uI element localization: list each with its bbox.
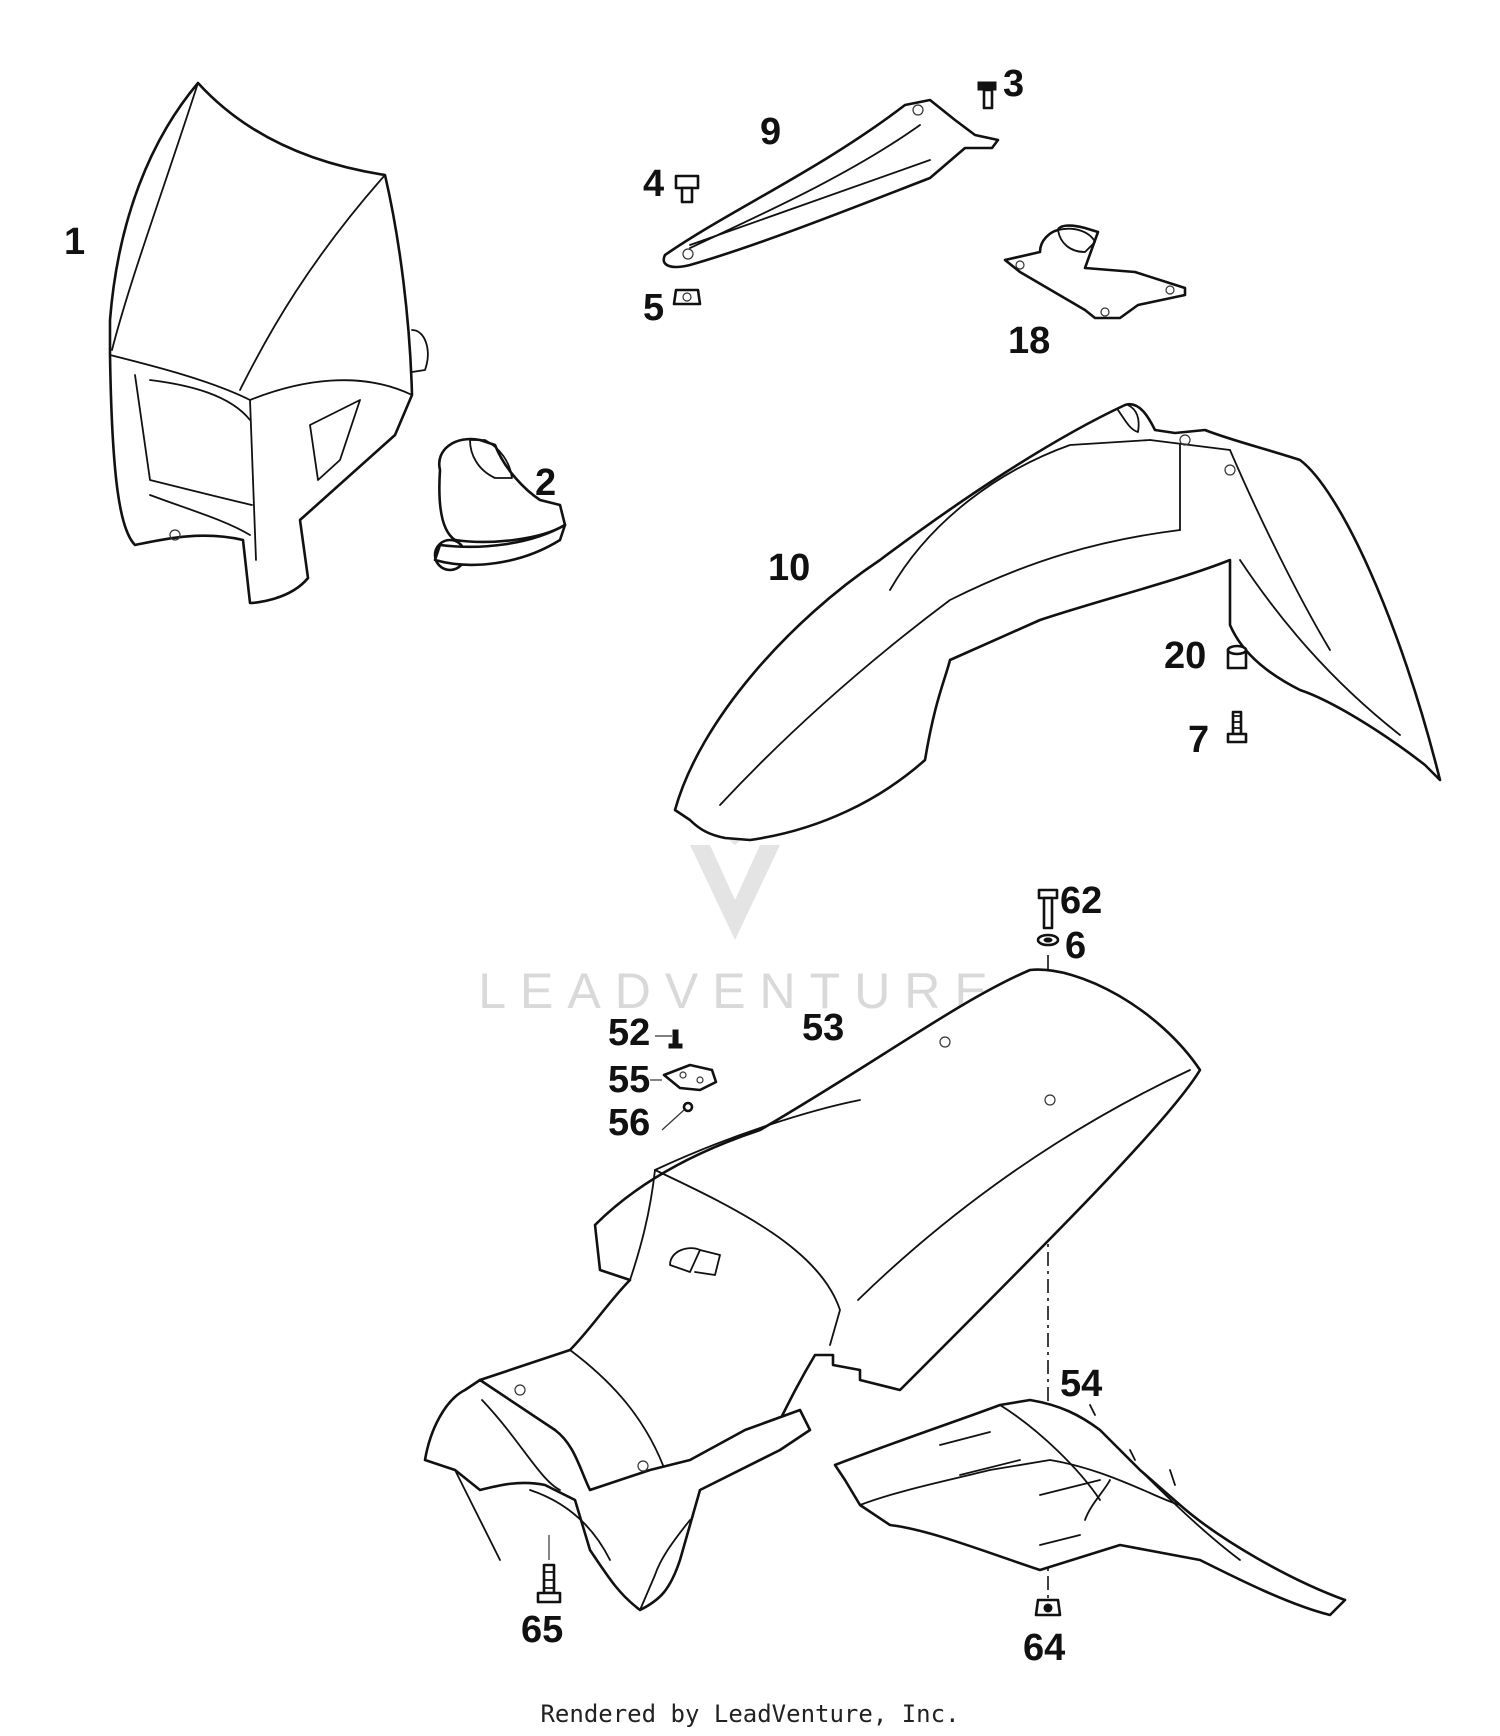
callout-2: 2	[535, 462, 556, 504]
callout-18: 18	[1008, 320, 1050, 362]
splash-guard-part[interactable]	[833, 1398, 1347, 1617]
headlight-clamp-part[interactable]	[433, 437, 567, 572]
callout-62: 62	[1060, 880, 1102, 922]
nut-5-part[interactable]	[672, 288, 702, 306]
washer-56-part[interactable]	[682, 1101, 694, 1113]
front-fender-part[interactable]	[673, 402, 1442, 842]
leader-lines	[650, 1035, 685, 1131]
screw-65-part[interactable]	[536, 1535, 562, 1604]
brand-logo-icon	[669, 1247, 721, 1276]
callout-3: 3	[1003, 63, 1024, 105]
mounting-plate-part[interactable]	[1003, 224, 1187, 320]
callout-6: 6	[1065, 925, 1086, 967]
screw-3-part[interactable]	[977, 81, 997, 110]
callout-52: 52	[608, 1012, 650, 1054]
callout-1: 1	[64, 221, 85, 263]
callout-56: 56	[608, 1102, 650, 1144]
screw-7-part[interactable]	[1226, 710, 1248, 744]
nut-64-part[interactable]	[1034, 1598, 1062, 1617]
watermark-text: LEADVENTURE	[478, 963, 1002, 1019]
fender-bracket-part[interactable]	[662, 98, 1000, 269]
callout-64: 64	[1023, 1627, 1065, 1669]
callout-54: 54	[1060, 1363, 1102, 1405]
rear-fender-lower-flap-part[interactable]	[423, 1378, 812, 1612]
bolt-62-part[interactable]	[1037, 888, 1059, 930]
nut-20-part[interactable]	[1226, 644, 1248, 670]
callout-53: 53	[802, 1007, 844, 1049]
callout-65: 65	[521, 1609, 563, 1651]
callout-10: 10	[768, 547, 810, 589]
callout-20: 20	[1164, 635, 1206, 677]
footer-credit: Rendered by LeadVenture, Inc.	[540, 1700, 960, 1728]
washer-6-part[interactable]	[1036, 933, 1060, 947]
callout-labels: 1 2 3 4 5 6 7 9 10 18 20 52 53 54 55 56 …	[64, 63, 1209, 1669]
callout-4: 4	[643, 163, 664, 205]
headlight-mask-part[interactable]	[108, 81, 429, 605]
callout-9: 9	[760, 111, 781, 153]
screw-52-part[interactable]	[668, 1029, 683, 1049]
callout-5: 5	[643, 287, 664, 329]
screw-4-part[interactable]	[674, 174, 700, 204]
callout-7: 7	[1188, 719, 1209, 761]
bracket-55-part[interactable]	[662, 1063, 718, 1092]
callout-55: 55	[608, 1059, 650, 1101]
